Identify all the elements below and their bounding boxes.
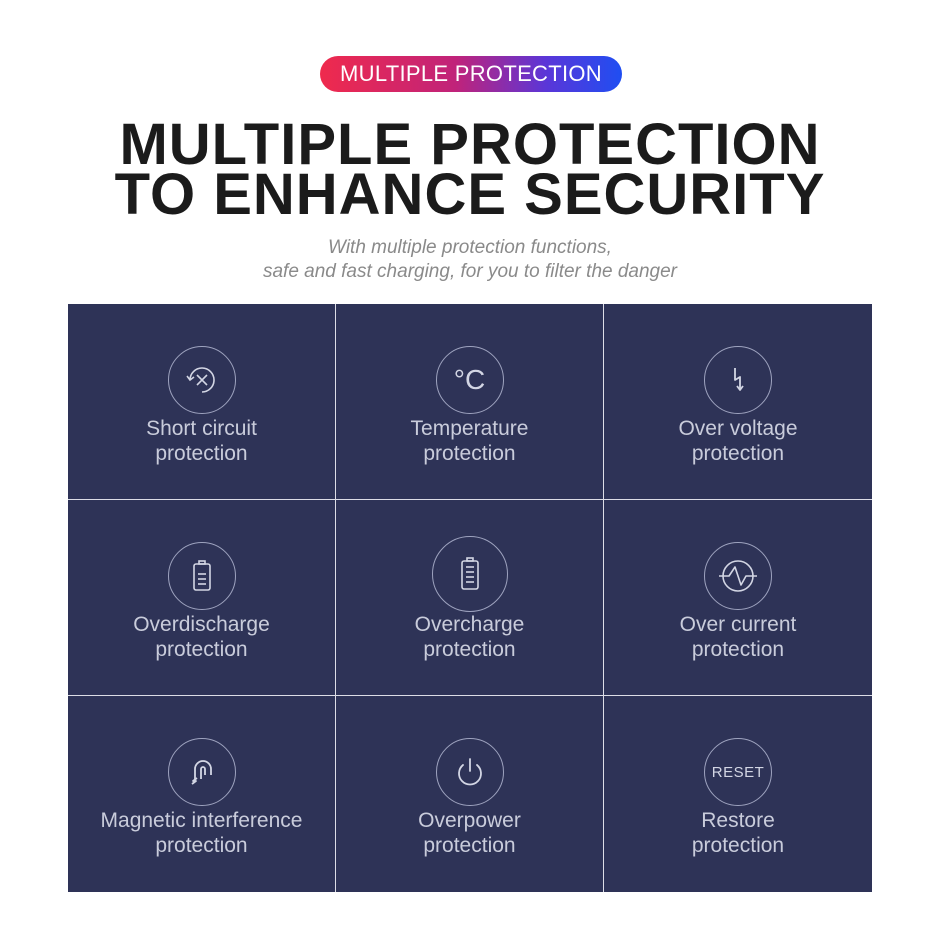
power-icon <box>435 738 504 806</box>
feature-temperature: °C Temperature protection <box>336 304 604 500</box>
battery-full-icon <box>431 536 508 612</box>
feature-subtitle: protection <box>691 442 785 465</box>
feature-title: Restore <box>701 809 775 832</box>
headline-line-2: TO ENHANCE SECURITY <box>114 162 826 227</box>
feature-title: Over voltage <box>678 417 798 440</box>
feature-subtitle: protection <box>423 834 516 857</box>
lightning-icon <box>704 346 772 414</box>
short-circuit-icon <box>167 346 236 414</box>
feature-overdischarge: Overdischarge protection <box>68 500 336 696</box>
magnet-icon <box>167 738 236 806</box>
headline-line-1: MULTIPLE PROTECTION <box>119 112 821 177</box>
feature-short-circuit: Short circuit protection <box>68 304 336 500</box>
protection-badge: MULTIPLE PROTECTION <box>320 56 622 92</box>
temperature-symbol: °C <box>453 364 486 395</box>
feature-overcharge: Overcharge protection <box>336 500 604 696</box>
feature-subtitle: protection <box>691 834 785 857</box>
feature-subtitle: protection <box>155 834 248 857</box>
feature-over-current: Over current protection <box>604 500 872 696</box>
feature-subtitle: protection <box>691 638 785 661</box>
feature-subtitle: protection <box>423 442 516 465</box>
feature-title: Over current <box>679 613 797 636</box>
temperature-icon: °C <box>435 346 504 414</box>
subtitle-line-1: With multiple protection functions, <box>328 237 612 258</box>
feature-over-voltage: Over voltage protection <box>604 304 872 500</box>
feature-overpower: Overpower protection <box>336 696 604 892</box>
feature-magnetic-interference: Magnetic interference protection <box>68 696 336 892</box>
reset-icon: RESET <box>704 738 772 806</box>
feature-title: Overdischarge <box>133 613 270 636</box>
subtitle: With multiple protection functions, safe… <box>0 236 940 284</box>
subtitle-line-2: safe and fast charging, for you to filte… <box>262 261 678 282</box>
feature-title: Overpower <box>418 809 521 832</box>
feature-restore: RESET Restore protection <box>604 696 872 892</box>
current-wave-icon <box>704 542 772 610</box>
feature-title: Short circuit <box>146 417 257 440</box>
feature-subtitle: protection <box>155 638 248 661</box>
headline: MULTIPLE PROTECTION TO ENHANCE SECURITY <box>0 112 940 227</box>
feature-title: Overcharge <box>414 613 525 636</box>
feature-title: Magnetic interference <box>100 809 303 832</box>
feature-subtitle: protection <box>423 638 516 661</box>
battery-low-icon <box>167 542 236 610</box>
feature-title: Temperature <box>410 417 529 440</box>
feature-grid: Short circuit protection °C Temperature … <box>68 304 872 892</box>
reset-symbol: RESET <box>711 763 765 781</box>
feature-subtitle: protection <box>155 442 248 465</box>
